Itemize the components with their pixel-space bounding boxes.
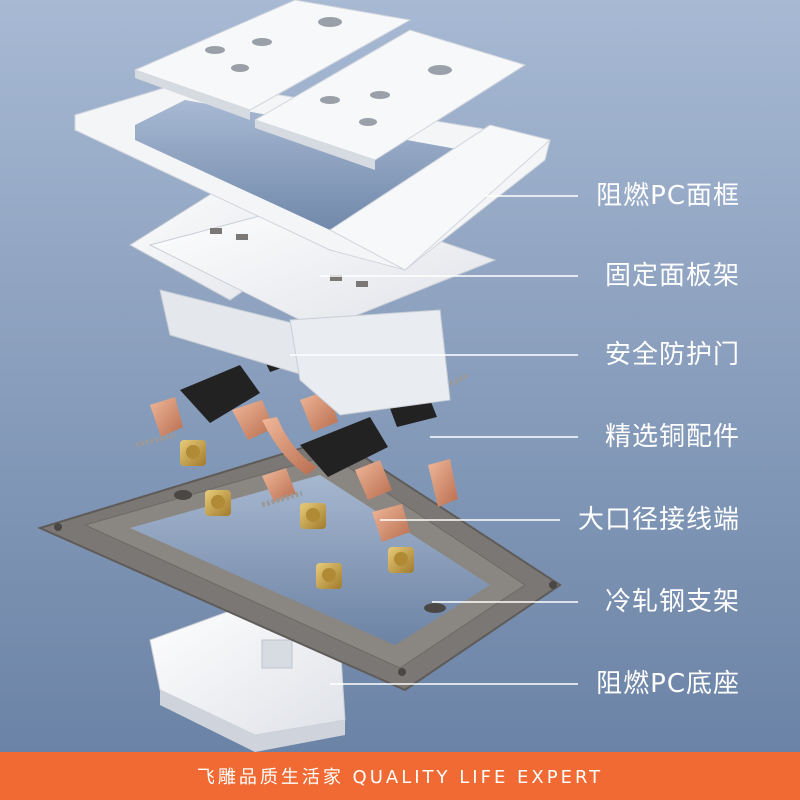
footer-slogan: 飞雕品质生活家 QUALITY LIFE EXPERT <box>196 767 604 788</box>
wiring-terminals <box>180 440 414 589</box>
terminal-4 <box>316 563 342 589</box>
label-face-frame: 阻燃PC面框 <box>596 181 740 211</box>
socket-hole <box>359 118 377 126</box>
socket-hole <box>428 65 452 75</box>
terminal-3 <box>300 503 326 529</box>
socket-hole <box>205 46 225 54</box>
steel-bracket <box>37 436 562 692</box>
socket-cover-right <box>253 29 527 170</box>
label-wiring-terminal: 大口径接线端 <box>577 505 740 535</box>
socket-hole <box>252 38 272 46</box>
terminal-2 <box>205 490 231 516</box>
terminal-5 <box>388 547 414 573</box>
socket-hole <box>320 96 340 104</box>
pc-face-frame <box>74 79 552 271</box>
label-copper-parts: 精选铜配件 <box>604 422 740 452</box>
terminal-1 <box>180 440 206 466</box>
socket-hole <box>231 64 249 72</box>
leader-lines <box>290 195 578 685</box>
label-base: 阻燃PC底座 <box>596 669 740 699</box>
socket-hole <box>318 17 342 27</box>
label-steel-bracket: 冷轧钢支架 <box>604 587 740 617</box>
socket-cover-left <box>133 0 412 120</box>
label-panel-bracket: 固定面板架 <box>604 261 740 291</box>
footer-bar: 飞雕品质生活家 QUALITY LIFE EXPERT <box>0 752 800 800</box>
label-safety-door: 安全防护门 <box>604 340 740 370</box>
socket-hole <box>370 91 390 99</box>
